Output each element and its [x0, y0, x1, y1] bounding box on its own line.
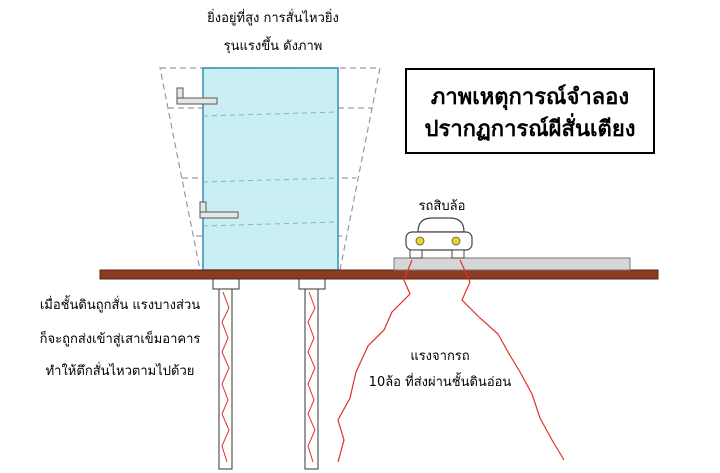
left-caption-line2: ก็จะถูกส่งเข้าสู่เสาเข็มอาคาร	[39, 332, 201, 347]
left-caption-line3: ทำให้ตึกสั่นไหวตามไปด้วย	[45, 364, 195, 379]
building	[202, 67, 339, 271]
force-caption-line2: 10ล้อ ที่ส่งผ่านชั้นดินอ่อน	[368, 375, 512, 390]
road-slab	[393, 257, 631, 271]
floor-lines	[202, 111, 339, 227]
truck	[405, 217, 473, 259]
headlight-right-icon	[451, 236, 461, 246]
ground-layer	[99, 269, 659, 280]
upper-shelf	[176, 87, 218, 105]
lower-shelf	[199, 201, 239, 219]
truck-label: รถสิบล้อ	[418, 199, 466, 214]
top-caption-line1: ยิ่งอยู่ที่สูง การสั่นไหวยิ่ง	[207, 11, 339, 26]
title-line1: ภาพเหตุการณ์จำลอง	[430, 85, 630, 110]
vibration-waves	[337, 259, 565, 463]
headlight-left-icon	[415, 236, 425, 246]
pile-left	[212, 278, 240, 470]
title-box: ภาพเหตุการณ์จำลอง ปรากฏการณ์ผีสั่นเตียง	[405, 68, 655, 154]
force-caption-line1: แรงจากรถ	[410, 349, 470, 364]
pile-right	[298, 278, 326, 470]
top-caption-line2: รุนแรงขึ้น ดังภาพ	[223, 39, 323, 54]
title-line2: ปรากฏการณ์ผีสั่นเตียง	[424, 117, 636, 142]
left-caption-line1: เมื่อชั้นดินถูกสั่น แรงบางส่วน	[39, 298, 201, 313]
